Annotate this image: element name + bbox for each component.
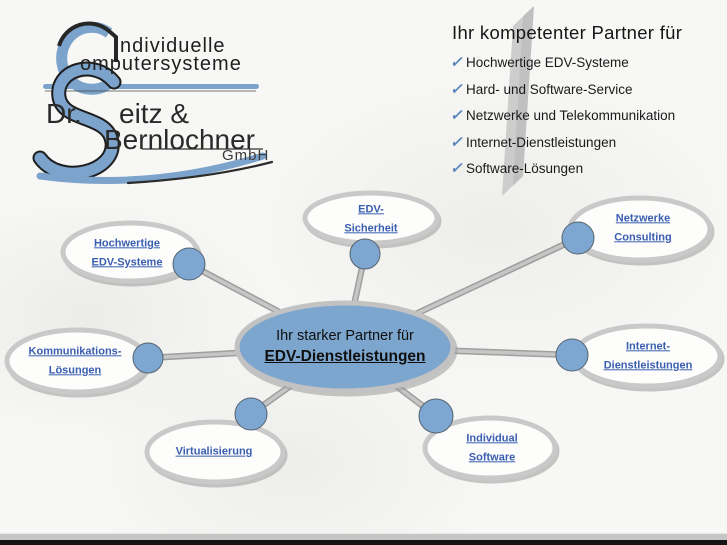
hub-label-line1: Ihr starker Partner für [276,328,414,344]
checkmark-icon: ✓ [450,54,463,71]
ribbon-graphic [502,6,534,196]
hub-ellipse [234,300,458,397]
node-ellipse-virtualisierung [144,419,286,485]
logo-c-mark [56,21,115,95]
node-ellipses [4,190,725,488]
node-ellipse-individual-software [422,415,558,481]
footer-gray-bar [0,533,727,540]
checkmark-icon: ✓ [450,160,463,177]
logo-s-mark [34,63,120,179]
logo-text-computersysteme: omputersysteme [80,53,242,75]
logo-swoosh-black [126,160,274,185]
checkmark-icon: ✓ [450,80,463,98]
hub-label-line2: EDV-Dienstleistungen [264,348,426,365]
logo-text-bernlochner: Bernlochner [104,124,255,155]
checkmark-icon: ✓ [450,107,463,124]
node-link-individual-software[interactable]: Individual Software [466,432,518,463]
service-item: ✓ Software-Lösungen [450,160,720,177]
service-item: ✓ Hard- und Software-Service [450,80,720,98]
service-item: ✓ Hochwertige EDV-Systeme [450,54,720,71]
services-heading: Ihr kompetenter Partner für [452,22,683,43]
service-item-label: Software-Lösungen [466,161,584,176]
hub-label: Ihr starker Partner für EDV-Dienstleistu… [264,328,425,366]
node-link-netzwerke-consulting[interactable]: Netzwerke Consulting [614,212,672,243]
footer-black-bar [0,540,727,545]
service-item-label: Hochwertige EDV-Systeme [466,55,629,70]
junction-circles [132,221,595,434]
node-link-virtualisierung[interactable]: Virtualisierung [175,445,253,458]
services-panel: Ihr kompetenter Partner für ✓ Hochwertig… [450,22,720,189]
logo-hook-mark [57,21,118,62]
service-item: ✓ Internet-Dienstleistungen [450,133,720,151]
node-link-edv-sicherheit[interactable]: EDV- Sicherheit [344,203,398,234]
logo-text-gmbh: GmbH [222,147,270,164]
checkmark-icon: ✓ [450,133,463,151]
logo-text-seitz: eitz & [119,98,190,129]
logo-graphic [32,21,274,185]
node-link-hochwertige-edv-systeme[interactable]: Hochwertige EDV-Systeme [91,237,163,268]
service-item-label: Internet-Dienstleistungen [466,134,617,150]
node-link-kommunikations-loesungen[interactable]: Kommunikations- Lösungen [28,345,122,376]
node-link-internet-dienstleistungen[interactable]: Internet- Dienstleistungen [603,340,693,371]
service-item-label: Netzwerke und Telekommunikation [466,108,676,123]
service-item-label: Hard- und Software-Service [466,81,633,97]
logo-swoosh-blue [36,152,267,184]
logo-text-dr: Dr. [46,98,82,129]
service-item: ✓ Netzwerke und Telekommunikation [450,107,720,124]
logo-text-individuelle: ndividuelle [120,35,226,57]
